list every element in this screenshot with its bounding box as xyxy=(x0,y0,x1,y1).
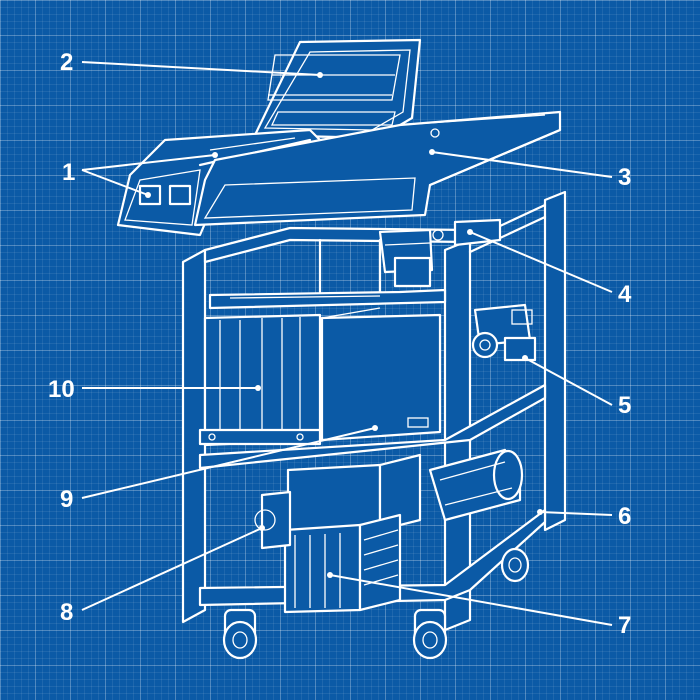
monitor-display xyxy=(253,38,422,140)
callout-10: 10 xyxy=(48,376,75,403)
callout-6: 6 xyxy=(618,503,631,530)
callout-1: 1 xyxy=(62,159,75,186)
callout-7: 7 xyxy=(618,612,631,639)
callout-2: 2 xyxy=(60,49,73,76)
callout-5: 5 xyxy=(618,392,631,419)
cabinet-frame xyxy=(181,190,567,632)
casters xyxy=(222,547,530,660)
callout-8: 8 xyxy=(60,599,73,626)
callout-9: 9 xyxy=(60,486,73,513)
rear-cylinder xyxy=(428,448,524,522)
leader-lines xyxy=(81,61,613,626)
top-surface xyxy=(193,110,562,227)
upper-mechanism xyxy=(378,218,502,288)
module-stack xyxy=(198,313,322,447)
callout-3: 3 xyxy=(618,164,631,191)
pump-motor xyxy=(471,303,537,362)
callout-4: 4 xyxy=(618,281,632,308)
center-housing xyxy=(320,307,442,442)
